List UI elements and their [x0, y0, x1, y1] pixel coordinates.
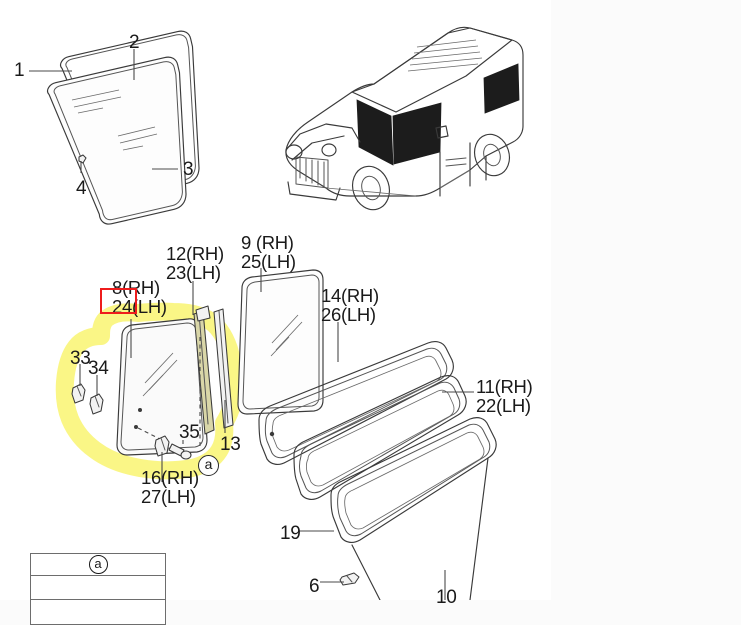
callout-2: 2 [129, 32, 140, 53]
legend-marker-a: a [88, 555, 108, 574]
callout-4: 4 [76, 178, 87, 199]
callout-10: 10 [436, 587, 457, 608]
callout-9-25: 9 (RH) 25(LH) [241, 232, 296, 272]
legend-table-row [31, 600, 165, 624]
callout-35: 35 [179, 422, 200, 443]
callout-3: 3 [183, 159, 194, 180]
legend-table: a [30, 553, 166, 625]
part-clip-16-27 [154, 435, 170, 457]
callout-8-24: 8(RH) 24(LH) [112, 277, 167, 317]
part-quarter-glass-9-25 [237, 269, 324, 415]
callout-19: 19 [280, 523, 301, 544]
callout-13: 13 [220, 434, 241, 455]
part-clip-6 [339, 572, 360, 586]
part-door-glass-8-24 [116, 318, 208, 456]
red-callout-box [100, 288, 137, 314]
figure-rear-window [29, 30, 200, 225]
diagram-page: .ln{fill:none;stroke:#3a3a3a;stroke-widt… [14, 26, 533, 625]
reference-marker-a: a [198, 455, 219, 476]
legend-table-row [31, 576, 165, 600]
callout-6: 6 [309, 576, 320, 597]
part-seal-19-10 [330, 417, 497, 600]
diagram-canvas: .ln{fill:none;stroke:#3a3a3a;stroke-widt… [14, 26, 533, 625]
parts-diagram-artwork: .ln{fill:none;stroke:#3a3a3a;stroke-widt… [29, 26, 524, 600]
callout-1: 1 [14, 60, 25, 81]
part-clip-34 [89, 393, 104, 415]
callout-34: 34 [88, 358, 109, 379]
callout-14-26: 14(RH) 26(LH) [321, 285, 379, 325]
callout-33: 33 [70, 348, 91, 369]
part-clip-33 [71, 383, 86, 404]
part-seal-11-22 [293, 375, 467, 500]
part-weatherstrip-13 [213, 308, 234, 429]
legend-table-header-row: a [31, 554, 165, 576]
callout-11-22: 11(RH) 22(LH) [476, 376, 533, 416]
callout-12-23: 12(RH) 23(LH) [166, 243, 224, 283]
part-run-channel-12-23 [193, 305, 215, 435]
figure-vehicle [285, 26, 524, 211]
part-screw-35 [168, 443, 192, 460]
part-seal-14-26 [258, 341, 454, 465]
callout-16-27: 16(RH) 27(LH) [141, 467, 199, 507]
